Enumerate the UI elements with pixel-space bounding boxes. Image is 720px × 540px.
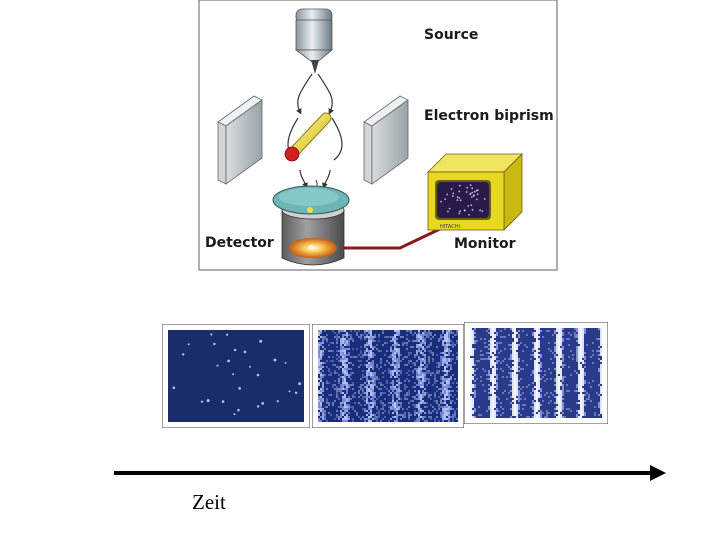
source-label: Source (424, 27, 478, 43)
interference-panel-3 (464, 322, 608, 424)
monitor-label: Monitor (454, 236, 516, 252)
monitor: HITACHI (428, 154, 522, 230)
interference-panel-1 (162, 324, 310, 428)
interference-panel-2 (312, 324, 464, 428)
detector (273, 186, 349, 265)
biprism-label: Electron biprism (424, 108, 554, 124)
detector-label: Detector (205, 235, 274, 251)
time-arrow (0, 458, 720, 488)
time-axis-label: Zeit (192, 490, 226, 515)
monitor-brand-label: HITACHI (440, 224, 460, 230)
